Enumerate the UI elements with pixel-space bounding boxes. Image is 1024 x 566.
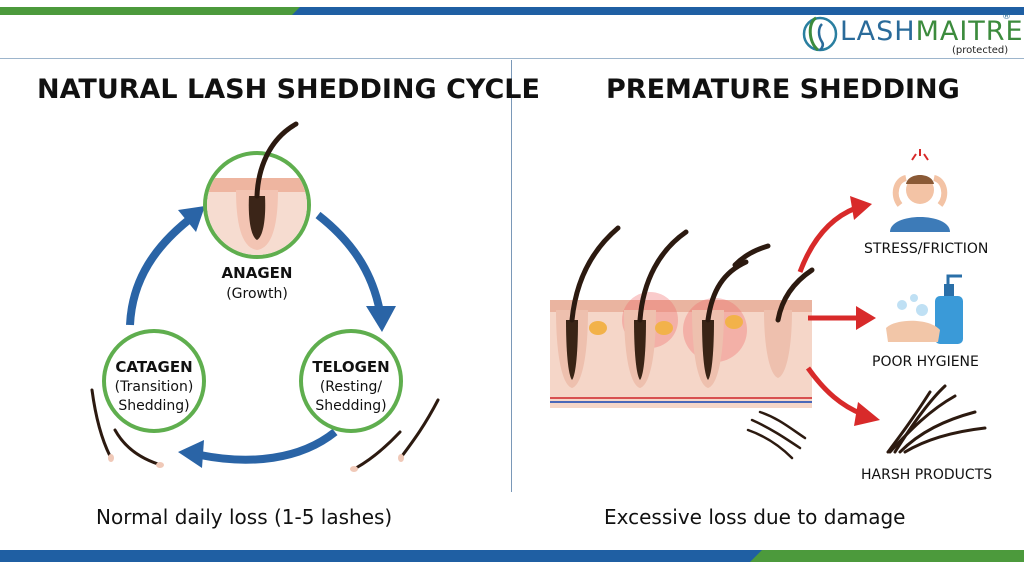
stressed-person-icon [890, 149, 950, 232]
fallen-lashes [746, 410, 807, 460]
stage-label-anagen: ANAGEN [221, 264, 293, 282]
shed-lash-left-icon [90, 388, 164, 468]
registered-mark: ® [1002, 12, 1011, 22]
panel-divider [511, 60, 512, 492]
catagen-stage-ring [102, 329, 206, 433]
telogen-stage-ring [299, 329, 403, 433]
premature-shedding-illustration [550, 149, 987, 460]
skin-cross-section [550, 292, 812, 408]
stage-sub-catagen-2: Shedding) [118, 398, 190, 414]
soap-handwash-icon [886, 274, 963, 344]
red-arrow-products [805, 366, 880, 426]
brand-logo: LASHMAITRE ® (protected) [802, 12, 1023, 56]
right-panel-caption: Excessive loss due to damage [604, 505, 906, 529]
red-arrow-stress [797, 196, 872, 273]
clumped-lashes-icon [886, 384, 987, 454]
cycle-arrow-catagen-to-anagen [126, 206, 205, 326]
cause-label-products: HARSH PRODUCTS [861, 467, 993, 483]
cause-label-stress: STRESS/FRICTION [864, 241, 989, 257]
stage-sub-anagen: (Growth) [226, 286, 288, 302]
lash-strands [569, 225, 815, 323]
right-panel-title: PREMATURE SHEDDING [606, 74, 960, 105]
left-panel-title: NATURAL LASH SHEDDING CYCLE [37, 74, 540, 105]
brand-tagline: (protected) [952, 45, 1009, 56]
stage-sub-catagen-1: (Transition) [114, 379, 194, 395]
brand-name-maitre: MAITRE [915, 16, 1024, 47]
cause-label-hygiene: POOR HYGIENE [872, 354, 979, 370]
brand-name-lash: LASH [840, 16, 916, 47]
stage-sub-telogen-1: (Resting/ [319, 379, 383, 395]
stage-label-telogen: TELOGEN [312, 358, 390, 376]
stage-sub-telogen-2: Shedding) [315, 398, 387, 414]
shedding-cycle-diagram [90, 121, 440, 472]
red-arrow-hygiene [808, 306, 876, 330]
header-rule [0, 58, 1024, 59]
stage-label-catagen: CATAGEN [115, 358, 193, 376]
shed-lash-right-icon [350, 398, 440, 472]
top-stripe [0, 0, 1024, 15]
anagen-stage-illustration [203, 121, 311, 259]
face-silhouette-icon [802, 16, 838, 52]
cycle-arrow-anagen-to-telogen [315, 211, 396, 332]
left-panel-caption: Normal daily loss (1-5 lashes) [96, 505, 393, 529]
cycle-arrow-telogen-to-catagen [178, 428, 338, 468]
bottom-stripe [0, 547, 1024, 562]
